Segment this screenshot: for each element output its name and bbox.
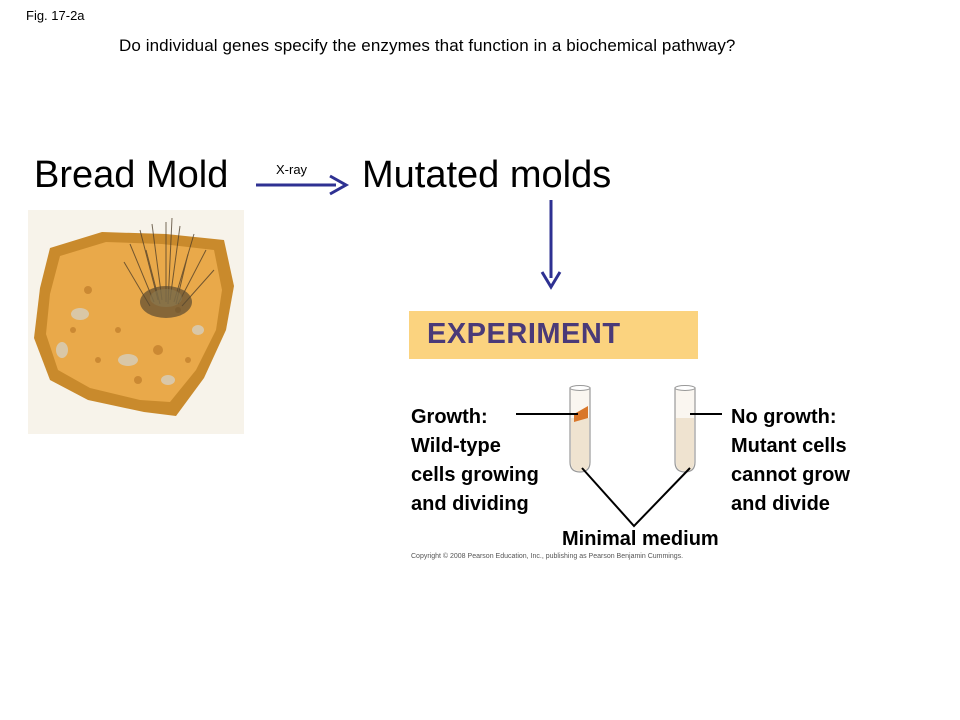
minimal-medium-label: Minimal medium xyxy=(562,528,719,550)
question-text: Do individual genes specify the enzymes … xyxy=(119,36,736,55)
xray-arrow xyxy=(256,174,350,196)
xray-label: X-ray xyxy=(276,162,308,177)
growth-line: and dividing xyxy=(411,493,529,515)
wild-type-test-tube xyxy=(569,385,591,473)
no-growth-line: cannot grow xyxy=(731,464,850,486)
mutant-test-tube xyxy=(674,385,696,473)
figure-label: Fig. 17-2a xyxy=(26,8,85,23)
experiment-label: EXPERIMENT xyxy=(427,318,621,350)
bread-mold-title: Bread Mold xyxy=(34,154,229,196)
down-arrow xyxy=(540,200,562,290)
growth-label: Growth: Wild-type cells growing and divi… xyxy=(411,403,539,519)
test-tubes-diagram xyxy=(516,385,722,528)
no-growth-line: and divide xyxy=(731,493,830,515)
growth-line: Wild-type xyxy=(411,435,501,457)
minimal-medium-pointer xyxy=(581,467,691,528)
growth-heading: Growth: xyxy=(411,406,488,428)
no-growth-label: No growth: Mutant cells cannot grow and … xyxy=(731,403,850,519)
copyright-notice: Copyright © 2008 Pearson Education, Inc.… xyxy=(411,553,684,560)
moldy-bread-image xyxy=(28,210,244,434)
no-growth-line: Mutant cells xyxy=(731,435,847,457)
mutated-molds-title: Mutated molds xyxy=(362,154,612,196)
experiment-banner: EXPERIMENT xyxy=(409,311,698,359)
growth-line: cells growing xyxy=(411,464,539,486)
no-growth-heading: No growth: xyxy=(731,406,837,428)
